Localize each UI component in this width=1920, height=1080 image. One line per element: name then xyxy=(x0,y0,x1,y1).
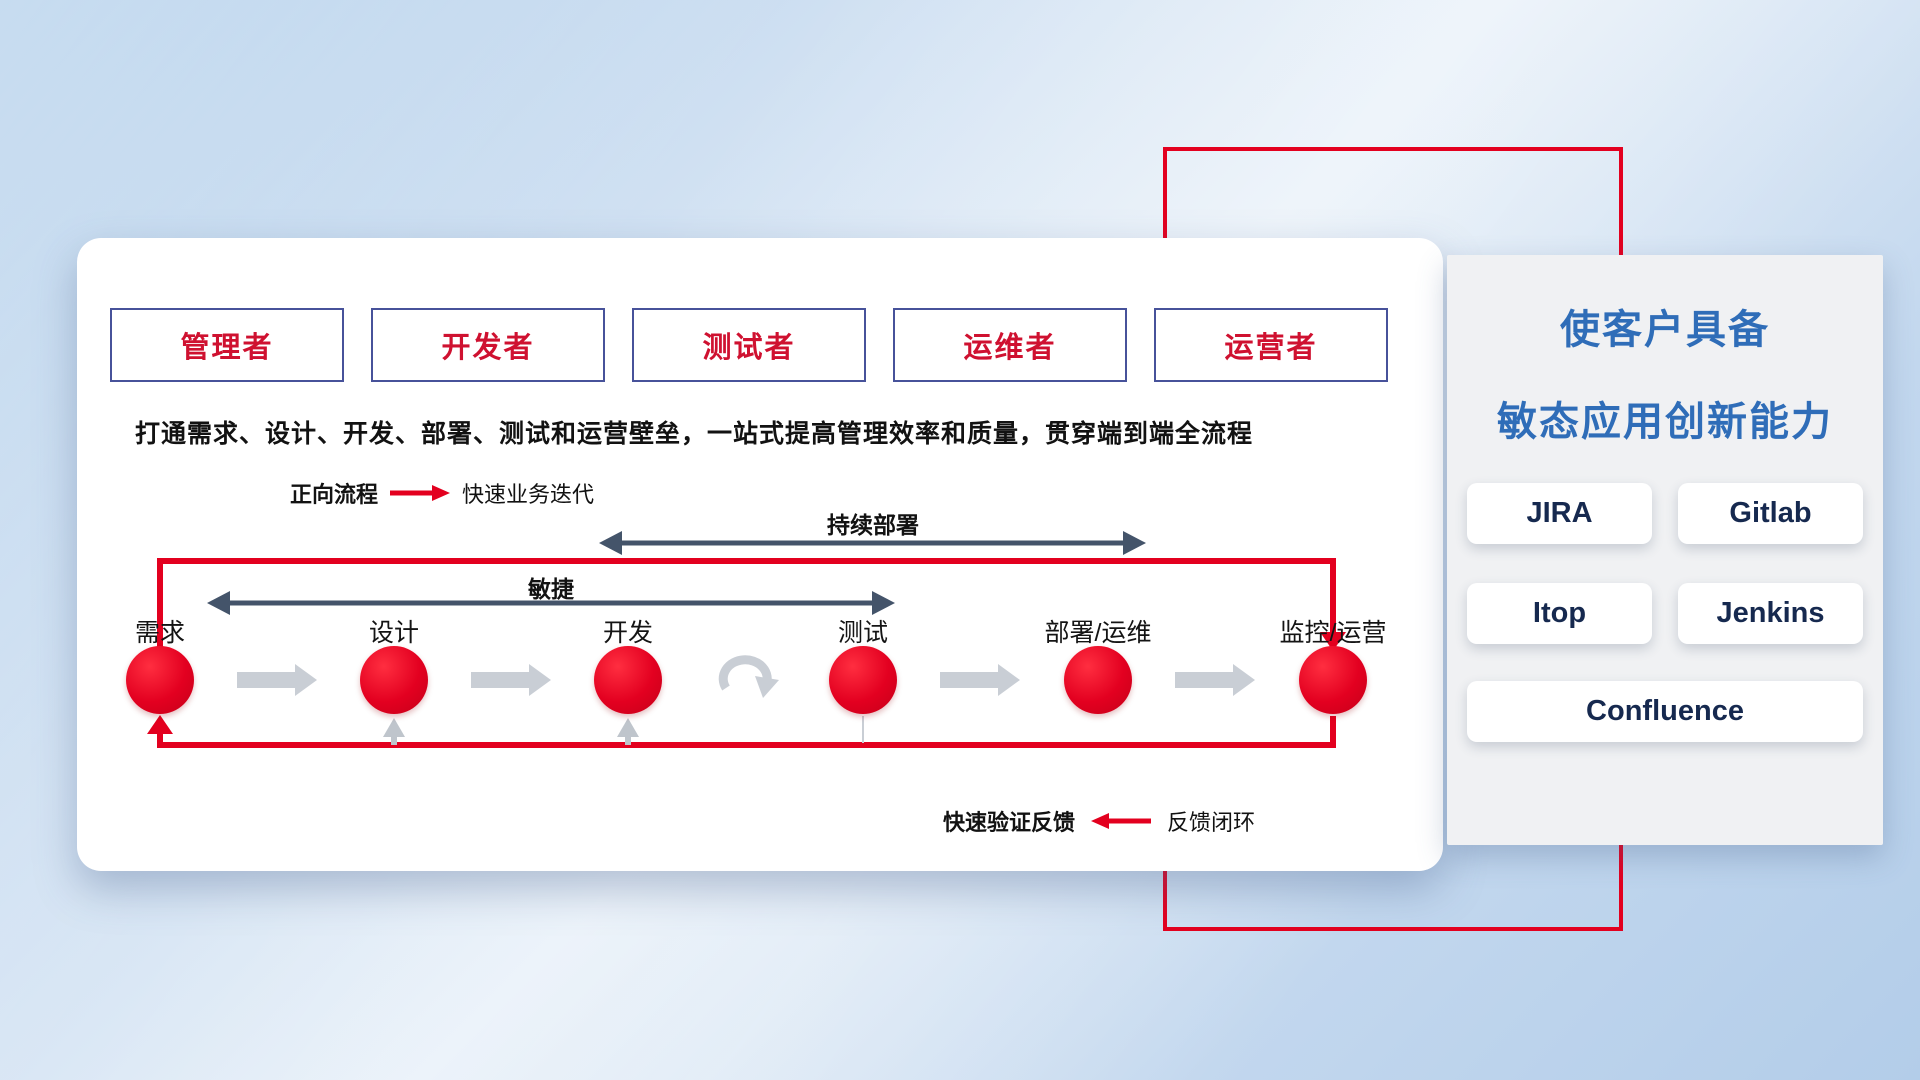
iteration-loop-icon xyxy=(718,655,772,691)
role-box-manager: 管理者 xyxy=(110,308,344,382)
feedback-up-arrowhead-design xyxy=(383,718,405,737)
feedback-value: 快速验证反馈 xyxy=(943,810,1076,835)
description-text: 打通需求、设计、开发、部署、测试和运营壁垒，一站式提高管理效率和质量，贯穿端到端… xyxy=(135,420,1254,448)
forward-flow-value: 快速业务迭代 xyxy=(462,482,595,507)
tool-chip-itop: Itop xyxy=(1467,583,1652,644)
legend-feedback: 快速验证反馈 反馈闭环 xyxy=(943,806,1255,836)
role-label-manager: 管理者 xyxy=(180,332,274,364)
forward-arrow-icon xyxy=(390,485,451,501)
stage-arrow-4 xyxy=(940,664,1020,696)
tool-chip-jenkins: Jenkins xyxy=(1678,583,1863,644)
tool-chip-confluence: Confluence xyxy=(1467,681,1863,742)
tool-chip-jira: JIRA xyxy=(1467,483,1652,544)
stage-circle-requirements xyxy=(126,646,194,714)
role-label-operations: 运营者 xyxy=(1224,332,1318,364)
stage-label-development: 开发 xyxy=(602,619,653,647)
role-label-ops: 运维者 xyxy=(963,332,1057,364)
stage-circle-deploy-ops xyxy=(1064,646,1132,714)
iteration-loop-arrowhead xyxy=(755,676,779,698)
role-box-ops: 运维者 xyxy=(893,308,1127,382)
feedback-label: 反馈闭环 xyxy=(1167,810,1256,835)
feedback-loop-arrowhead xyxy=(147,715,173,734)
feedback-up-arrowhead-dev xyxy=(617,718,639,737)
legend-forward: 正向流程 快速业务迭代 xyxy=(290,478,594,508)
roles-row: 管理者 开发者 测试者 运维者 运营者 xyxy=(110,308,1388,382)
role-label-developer: 开发者 xyxy=(441,332,535,364)
stage-circle-testing xyxy=(829,646,897,714)
role-label-tester: 测试者 xyxy=(702,332,796,364)
stage-label-design: 设计 xyxy=(368,619,419,647)
continuous-deployment-label: 持续部署 xyxy=(827,512,919,538)
feedback-arrow-icon xyxy=(1091,813,1152,829)
continuous-deployment-arrowhead-left xyxy=(599,531,622,555)
panel-title-line1: 使客户具备 xyxy=(1560,308,1770,352)
stage-label-deploy-ops: 部署/运维 xyxy=(1044,619,1152,647)
forward-loop-line xyxy=(157,558,1336,647)
agile-arrowhead-right xyxy=(872,591,895,615)
tool-chip-gitlab: Gitlab xyxy=(1678,483,1863,544)
feedback-loop-line xyxy=(157,716,1336,748)
stage-label-testing: 测试 xyxy=(837,619,888,647)
agile-arrowhead-left xyxy=(207,591,230,615)
role-box-operations: 运营者 xyxy=(1154,308,1388,382)
flow-diagram-lines xyxy=(147,531,1346,748)
stage-circle-monitor-ops xyxy=(1299,646,1367,714)
role-box-tester: 测试者 xyxy=(632,308,866,382)
stage-arrow-5 xyxy=(1175,664,1255,696)
panel-title-line2: 敏态应用创新能力 xyxy=(1497,400,1833,444)
devops-flow-card: 管理者 开发者 测试者 运维者 运营者 打通需求、设计、开发、部署、测试和运营壁… xyxy=(77,238,1443,871)
stage-circle-development xyxy=(594,646,662,714)
continuous-deployment-arrowhead-right xyxy=(1123,531,1146,555)
agile-label: 敏捷 xyxy=(528,576,574,602)
stage-circle-design xyxy=(360,646,428,714)
forward-flow-label: 正向流程 xyxy=(290,482,379,507)
forward-loop-arrowhead xyxy=(1320,632,1346,651)
stage-label-requirements: 需求 xyxy=(134,619,185,647)
stage-label-monitor-ops: 监控/运营 xyxy=(1279,619,1387,647)
stage-arrow-2 xyxy=(471,664,551,696)
capability-panel: 使客户具备 敏态应用创新能力 JIRA Gitlab Itop Jenkins … xyxy=(1447,255,1883,845)
role-box-developer: 开发者 xyxy=(371,308,605,382)
stage-arrow-1 xyxy=(237,664,317,696)
